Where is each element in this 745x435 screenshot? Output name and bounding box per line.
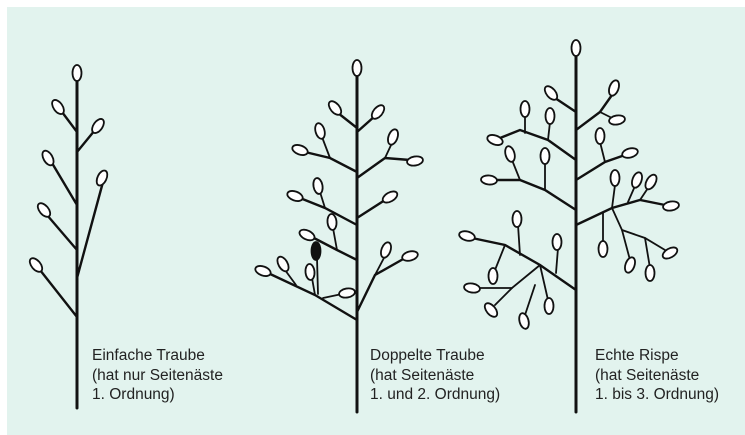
- twig: [628, 186, 635, 202]
- caption-line: 1. bis 3. Ordnung): [595, 385, 719, 405]
- spikelet: [643, 173, 659, 191]
- caption-line: Einfache Traube: [92, 346, 223, 366]
- spikelet: [541, 148, 550, 164]
- side-branch: [555, 98, 576, 112]
- side-branch: [47, 215, 77, 250]
- caption-echte-rispe: Echte Rispe (hat Seitenäste 1. bis 3. Or…: [595, 346, 719, 405]
- spikelet: [481, 175, 498, 185]
- side-branch: [305, 152, 357, 172]
- spikelet: [572, 40, 581, 56]
- spikelet: [611, 170, 620, 186]
- spikelet: [661, 245, 679, 261]
- spikelet: [518, 312, 531, 330]
- spikelet: [95, 169, 110, 187]
- spikelet: [553, 234, 562, 250]
- spikelet: [608, 114, 625, 126]
- side-branch: [495, 180, 576, 210]
- twig: [495, 288, 512, 305]
- spikelet: [40, 149, 56, 167]
- spikelet: [326, 99, 343, 117]
- twig: [622, 230, 665, 250]
- side-branch: [40, 270, 77, 317]
- side-branch: [576, 200, 665, 225]
- spikelet: [327, 214, 337, 231]
- spikelet: [369, 103, 386, 121]
- spikelet: [291, 143, 309, 157]
- side-branch: [357, 158, 410, 178]
- caption-line: 1. und 2. Ordnung): [370, 385, 500, 405]
- spikelet: [513, 211, 522, 227]
- spikelet: [489, 268, 498, 284]
- spikelet: [27, 256, 44, 274]
- spikelet: [338, 287, 355, 299]
- spikelet: [305, 264, 315, 281]
- spikelet: [406, 155, 423, 167]
- side-branch: [52, 163, 77, 205]
- caption-doppelte-traube: Doppelte Traube (hat Seitenäste 1. und 2…: [370, 346, 500, 405]
- spikelet: [607, 79, 621, 97]
- spikelet: [353, 60, 362, 76]
- spikelet: [35, 201, 52, 219]
- side-branch: [357, 258, 405, 312]
- side-branch: [77, 130, 95, 152]
- twig: [600, 112, 612, 118]
- spikelet: [312, 177, 324, 194]
- twig: [518, 225, 520, 255]
- caption-line: Echte Rispe: [595, 346, 719, 366]
- spikelet: [596, 128, 605, 144]
- spikelet: [379, 241, 393, 259]
- spikelet: [73, 65, 82, 81]
- spikelet: [646, 265, 655, 281]
- spikelet: [458, 230, 476, 243]
- twig: [556, 248, 558, 273]
- spikelet: [314, 122, 327, 140]
- twig: [612, 185, 615, 208]
- twig: [512, 160, 520, 180]
- spikelet: [298, 228, 316, 243]
- spikelet: [630, 171, 644, 189]
- caption-line: (hat nur Seitenäste: [92, 366, 223, 386]
- spikelet: [599, 241, 608, 257]
- caption-line: (hat Seitenäste: [370, 366, 500, 386]
- spikelet: [504, 145, 517, 163]
- spikelet-dark: [312, 242, 321, 260]
- twig: [478, 265, 540, 288]
- caption-line: Doppelte Traube: [370, 346, 500, 366]
- twig: [645, 238, 650, 268]
- side-branch: [576, 95, 612, 130]
- spikelet: [521, 101, 530, 117]
- spikelet: [623, 256, 637, 274]
- side-branch: [357, 200, 385, 218]
- spikelet: [621, 147, 639, 160]
- twig: [317, 258, 318, 294]
- spikelet: [545, 298, 554, 314]
- twig: [600, 142, 605, 162]
- twig: [495, 245, 505, 270]
- spikelet: [275, 255, 291, 273]
- spikelet: [254, 264, 272, 278]
- spikelet: [90, 117, 107, 135]
- caption-line: (hat Seitenäste: [595, 366, 719, 386]
- caption-line: 1. Ordnung): [92, 385, 223, 405]
- side-branch: [62, 112, 77, 132]
- twig: [612, 208, 630, 260]
- twig: [312, 278, 315, 295]
- spikelet: [381, 189, 399, 205]
- side-branch: [338, 113, 357, 128]
- twig: [525, 285, 535, 315]
- caption-einfache-traube: Einfache Traube (hat nur Seitenäste 1. O…: [92, 346, 223, 405]
- spikelet: [286, 189, 304, 203]
- side-branch: [77, 182, 103, 278]
- spikelet: [662, 200, 679, 212]
- spikelet: [386, 128, 400, 146]
- spikelet: [463, 282, 480, 294]
- spikelet: [50, 98, 67, 116]
- twig: [333, 228, 337, 250]
- twig: [322, 137, 330, 158]
- spikelet: [486, 133, 504, 147]
- spikelet: [401, 250, 419, 263]
- spikelet: [542, 84, 559, 102]
- spikelet: [546, 108, 555, 124]
